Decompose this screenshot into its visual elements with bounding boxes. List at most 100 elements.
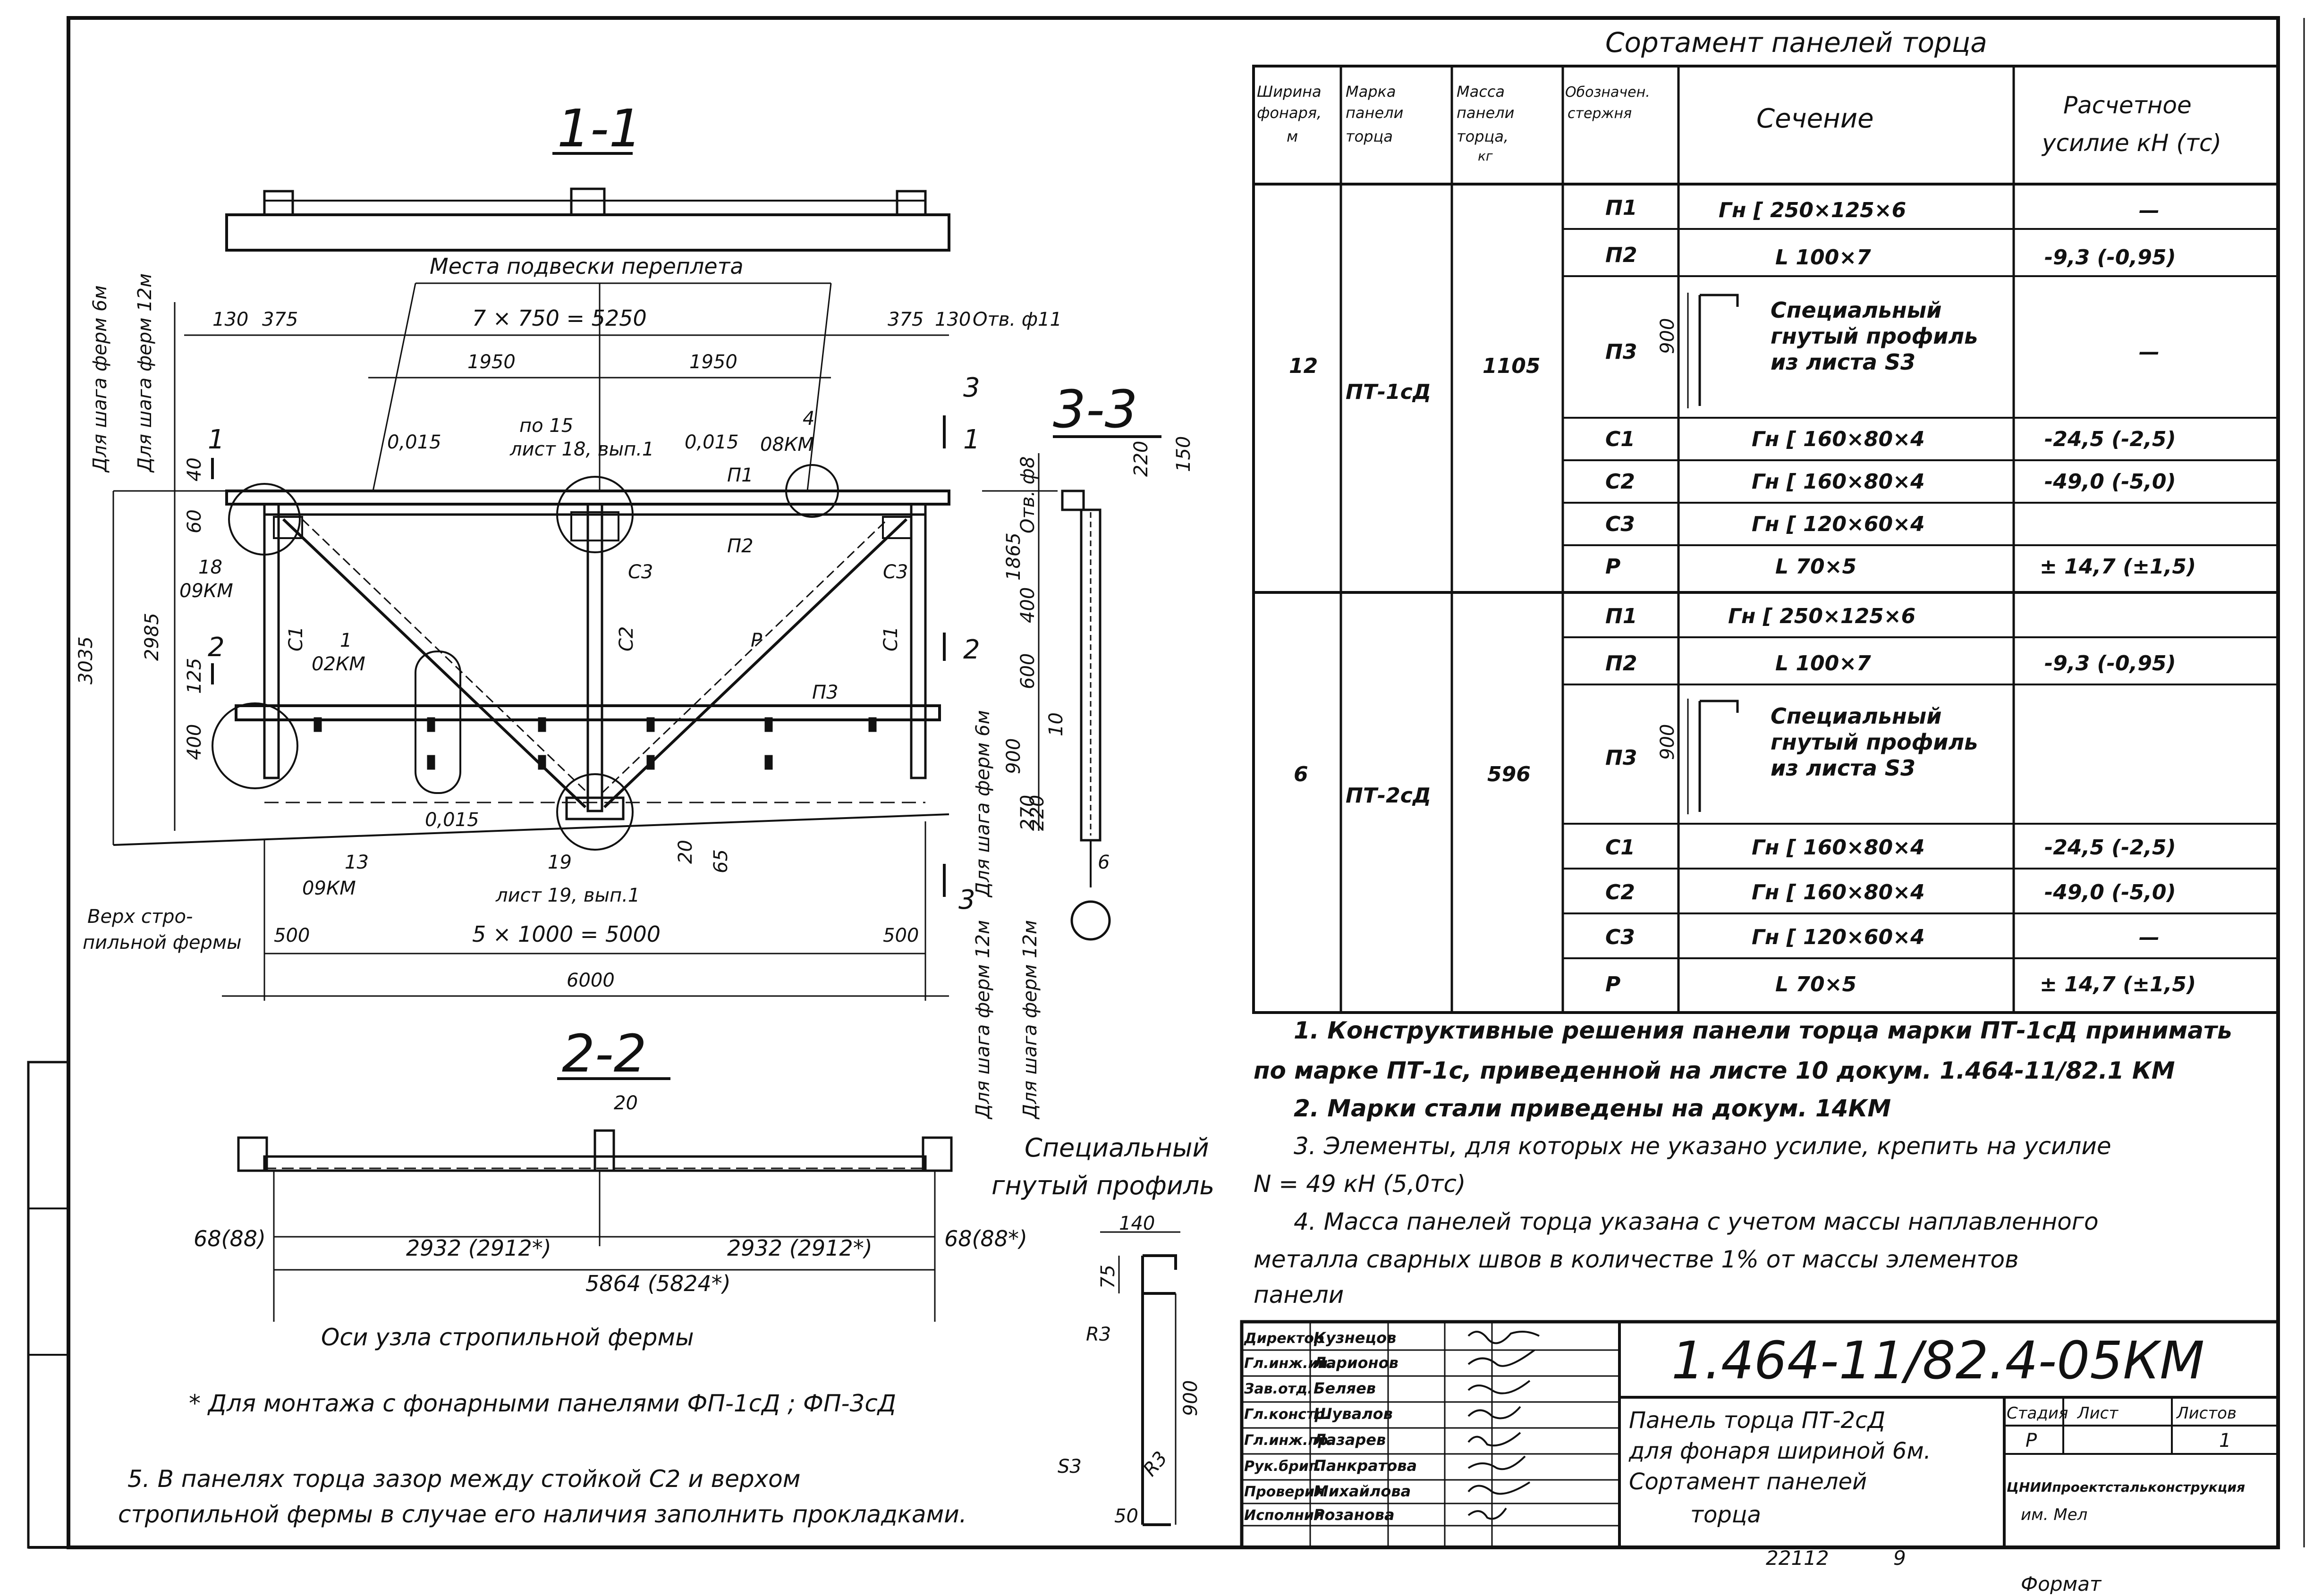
section-1-1-strip: [225, 187, 950, 252]
label-270: 270: [1017, 795, 1039, 831]
note-line-6: 4. Масса панелей торца указана с учетом …: [1294, 1208, 2099, 1235]
label-375-left: 375: [262, 309, 298, 330]
g2-mass: 596: [1487, 762, 1531, 786]
th-force: Расчетное: [2063, 92, 2192, 119]
g1-sec-3: Специальный гнутый профиль из листа S3: [1771, 297, 1978, 375]
note-line-3: 2. Марки стали приведены на докум. 14КМ: [1294, 1095, 1891, 1122]
svg-text:панели: панели: [1457, 104, 1514, 122]
stamp-name-4: Шувалов: [1314, 1405, 1393, 1423]
label-verh-2: пильной фермы: [83, 932, 242, 954]
g1-rod-4: С1: [1605, 427, 1635, 451]
stamp-stage: Р: [2025, 1430, 2037, 1452]
label-3035: 3035: [75, 636, 97, 684]
g1-rod-3: П3: [1605, 340, 1637, 364]
label-n13: 13: [345, 852, 369, 873]
section-2-2-drawing: [237, 1129, 953, 1322]
g2-force-4: -24,5 (-2,5): [2044, 836, 2176, 860]
stamp-title-3: Сортамент панелей: [1629, 1469, 1867, 1495]
g1-force-1: —: [2139, 198, 2160, 222]
label-dim-top: 7 × 750 = 5250: [472, 305, 647, 331]
g1-rod-1: П1: [1605, 196, 1637, 220]
svg-text:торца,: торца,: [1457, 127, 1508, 145]
marker-3b: 3: [958, 885, 975, 915]
g2-width: 6: [1294, 762, 1308, 786]
label-20-v: 20: [675, 840, 696, 864]
label-shag12-mid: Для шага ферм 12м: [972, 920, 994, 1120]
note5-line-2: стропильной фермы в случае его наличия з…: [118, 1501, 967, 1528]
label-68-left: 68(88): [194, 1226, 266, 1251]
g2-sec-1: Гн [ 250×125×6: [1728, 604, 1915, 628]
label-p140: 140: [1119, 1213, 1155, 1234]
note-line-7: металла сварных швов в количестве 1% от …: [1254, 1246, 2019, 1273]
g2-mark: ПТ-2сД: [1346, 784, 1431, 808]
special-profile-detail: [1100, 1231, 1180, 1526]
label-130: 130: [212, 309, 248, 330]
label-600: 600: [1017, 653, 1039, 689]
label-40: 40: [184, 457, 205, 481]
label-km08: 08КМ: [760, 434, 814, 456]
g1-profile-dim: 900: [1657, 318, 1678, 354]
g1-mark: ПТ-1сД: [1346, 380, 1431, 404]
marker-2r: 2: [963, 634, 980, 665]
g2-rod-4: С1: [1605, 836, 1635, 860]
label-shag12-left: Для шага ферм 12м: [134, 273, 156, 473]
stamp-title-2: для фонаря шириной 6м.: [1628, 1438, 1931, 1464]
section-1-1-label: 1-1: [557, 98, 642, 159]
stamp-people: Директор Гл.инж.ин. Зав.отд. Гл.констр. …: [1244, 1329, 1417, 1524]
label-p75: 75: [1097, 1265, 1119, 1289]
section-3-3-label: 3-3: [1053, 379, 1138, 439]
stamp-bottom-num: 22112: [1766, 1546, 1829, 1570]
th-mass: Масса: [1457, 83, 1505, 101]
stamp-sheet-h: Лист: [2076, 1404, 2119, 1423]
label-dim-bot: 5 × 1000 = 5000: [472, 921, 661, 947]
label-slope-1: 0,015: [387, 431, 441, 453]
label-C3-right: С3: [883, 561, 908, 583]
label-500-right: 500: [883, 925, 919, 946]
note-line-1: 1. Конструктивные решения панели торца м…: [1294, 1017, 2232, 1044]
label-otv8: Отв. ф8: [1017, 456, 1039, 533]
th-rod: Обозначен.: [1565, 84, 1650, 101]
label-150: 150: [1173, 436, 1195, 472]
label-spec-1: Специальный: [1025, 1133, 1209, 1163]
g2-rod-6: С3: [1605, 925, 1635, 949]
label-P1: П1: [727, 464, 754, 486]
g2-sec-6: Гн [ 120×60×4: [1752, 925, 1925, 949]
stamp-role-7: Проверил: [1244, 1484, 1325, 1500]
label-otv11: Отв. ф11: [973, 309, 1062, 330]
stamp-stage-h: Стадия: [2007, 1404, 2068, 1423]
svg-text:фонаря,: фонаря,: [1257, 104, 1322, 122]
label-68-right: 68(88*): [944, 1226, 1027, 1251]
th-section: Сечение: [1756, 103, 1874, 134]
label-p50: 50: [1114, 1505, 1138, 1527]
label-n4: 4: [803, 408, 814, 430]
svg-text:панели: панели: [1346, 104, 1403, 122]
label-list18: лист 18, вып.1: [509, 439, 654, 460]
note-line-4: 3. Элементы, для которых не указано усил…: [1294, 1132, 2111, 1160]
label-1865: 1865: [1003, 532, 1025, 581]
label-6000: 6000: [567, 970, 615, 991]
g1-rod-6: С3: [1605, 512, 1635, 536]
label-n6: 6: [1098, 852, 1110, 873]
g2-sec-3-wrap: Специальный гнутый профиль из листа S3: [1771, 703, 1978, 781]
g2-sec-7: L 70×5: [1775, 972, 1856, 996]
label-km09: 09КМ: [179, 580, 233, 602]
label-shag12-mid2: Для шага ферм 12м: [1019, 920, 1041, 1120]
label-20: 20: [614, 1092, 638, 1114]
g1-sec-1: Гн [ 250×125×6: [1719, 198, 1906, 222]
g2-force-5: -49,0 (-5,0): [2044, 880, 2176, 904]
label-shag6-mid: Для шага ферм 6м: [972, 710, 994, 898]
stamp-format: Формат: [2021, 1572, 2102, 1594]
g1-width: 12: [1289, 354, 1318, 378]
section-2-2-label: 2-2: [562, 1023, 647, 1084]
label-220: 220: [1130, 441, 1152, 477]
note-line-2: по марке ПТ-1с, приведенной на листе 10 …: [1254, 1057, 2175, 1084]
stamp-title-4: торца: [1690, 1502, 1761, 1528]
label-slope-2: 0,015: [685, 431, 739, 453]
label-n19: 19: [548, 852, 572, 873]
notes: 1. Конструктивные решения панели торца м…: [1254, 1017, 2232, 1309]
stamp-role-3: Зав.отд.: [1244, 1381, 1313, 1397]
stamp-name-2: Ларионов: [1313, 1354, 1398, 1372]
g1-sec-2: L 100×7: [1775, 245, 1871, 270]
svg-text:кг: кг: [1478, 148, 1493, 164]
